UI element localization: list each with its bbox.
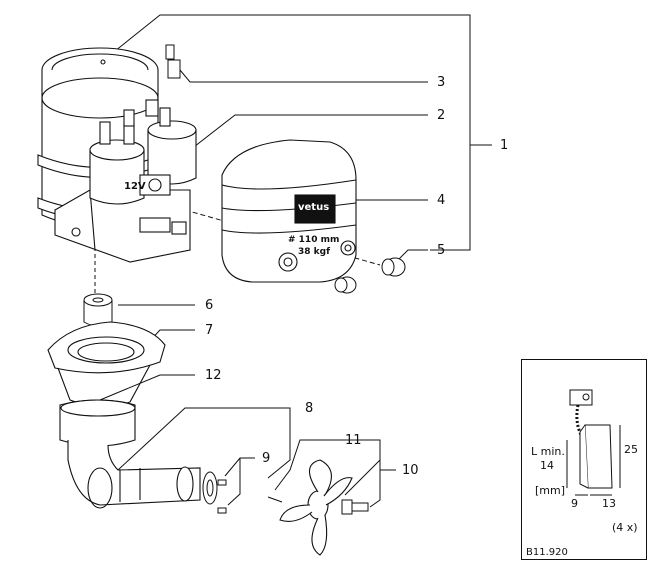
- callout-1: 1: [500, 138, 509, 153]
- inset-unit-label: [mm]: [535, 484, 566, 497]
- callout-10: 10: [402, 463, 419, 478]
- callout-12: 12: [205, 368, 222, 383]
- carbon-brush-detail: [566, 389, 621, 496]
- inset-lmin-value: 14: [540, 459, 554, 472]
- caps: [334, 257, 406, 294]
- callout-2: 2: [437, 108, 446, 123]
- inset-code: B11.920: [526, 547, 568, 558]
- coupling: [83, 293, 113, 327]
- cover-model-label: # 110 mm: [288, 235, 340, 245]
- cover-thrust-label: 38 kgf: [298, 247, 331, 257]
- callout-7: 7: [205, 323, 214, 338]
- inset-quantity: (4 x): [612, 521, 638, 534]
- inset-height-value: 25: [624, 443, 638, 456]
- callout-5: 5: [437, 243, 446, 258]
- carbon-brush-inset: [521, 359, 647, 560]
- mounting-flange: [47, 321, 166, 408]
- leader-lines: [94, 14, 492, 508]
- inset-width-b: 13: [602, 497, 616, 510]
- callout-3: 3: [437, 75, 446, 90]
- tail-housing: [59, 399, 201, 509]
- motor-voltage-label: 12V: [124, 181, 146, 192]
- callout-8: 8: [305, 401, 314, 416]
- brush-holder: [165, 44, 181, 79]
- callout-6: 6: [205, 298, 214, 313]
- propeller: [267, 459, 353, 556]
- callout-11: 11: [345, 433, 362, 448]
- cover-brand-label: vetus: [298, 202, 330, 213]
- shaft-seal: [202, 471, 227, 514]
- motor-assembly: [37, 47, 197, 263]
- inset-width-a: 9: [571, 497, 578, 510]
- inset-lmin-label: L min.: [531, 445, 565, 458]
- motor-cover: [221, 139, 357, 283]
- propeller-nut: [341, 499, 369, 515]
- callout-9: 9: [262, 451, 271, 466]
- callout-4: 4: [437, 193, 446, 208]
